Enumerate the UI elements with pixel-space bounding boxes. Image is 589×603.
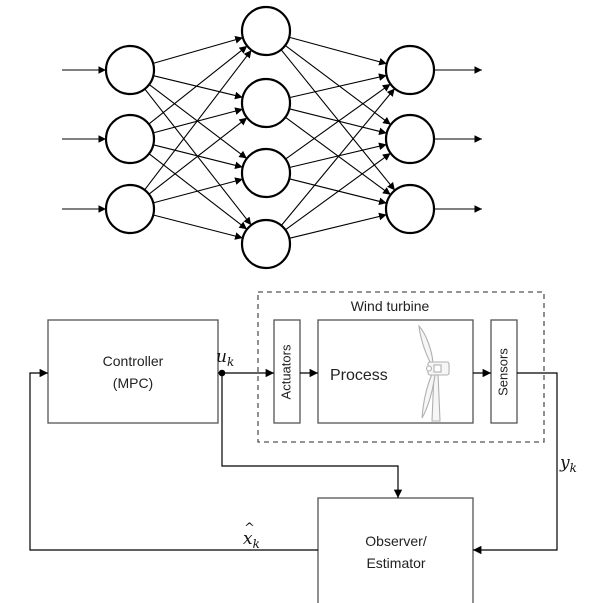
nn-edge-input-2-hidden-3 xyxy=(153,214,243,240)
process-label: Process xyxy=(330,367,388,384)
wind-turbine-title: Wind turbine xyxy=(351,298,430,314)
controller-sublabel: (MPC) xyxy=(113,375,153,391)
arrow-xhat-to-controller xyxy=(29,368,318,551)
process-box xyxy=(317,319,474,424)
nn-edge-input-1-hidden-0 xyxy=(148,45,248,125)
nn-node-input-1 xyxy=(104,113,156,165)
nn-node-output-1 xyxy=(384,113,436,165)
nn-edge-hidden-2-output-1 xyxy=(289,142,387,169)
junction-dot xyxy=(218,369,226,377)
nn-node-output-2 xyxy=(384,183,436,235)
sensors-box xyxy=(490,319,518,424)
observer-label: Observer/ xyxy=(365,533,427,549)
controller-label: Controller xyxy=(103,353,164,369)
nn-edge-hidden-2-output-0 xyxy=(285,83,391,160)
observer-box xyxy=(317,497,474,603)
estimator-label: Estimator xyxy=(366,555,425,571)
nn-edge-hidden-0-output-2 xyxy=(280,49,396,191)
signal-lines xyxy=(29,368,558,555)
nn-node-hidden-0 xyxy=(240,5,292,57)
wind-turbine-group xyxy=(257,291,545,443)
nn-edge-input-0-hidden-3 xyxy=(144,88,252,226)
nn-edge-hidden-3-output-0 xyxy=(280,88,396,226)
nn-edge-hidden-0-output-1 xyxy=(284,44,392,126)
neural-network xyxy=(62,5,482,270)
controller-box xyxy=(47,319,219,424)
nn-edge-input-2-hidden-1 xyxy=(148,117,248,195)
nn-edge-input-2-hidden-2 xyxy=(153,177,243,204)
nn-input-arrows xyxy=(62,66,106,213)
actuators-box xyxy=(273,319,301,424)
nn-edge-hidden-1-output-0 xyxy=(289,73,387,99)
nn-nodes xyxy=(104,5,436,270)
signal-xhat-label: xk ^ xyxy=(243,521,260,551)
svg-text:xk: xk xyxy=(243,529,260,551)
nn-edge-hidden-0-output-0 xyxy=(289,36,387,66)
nn-edge-input-2-hidden-0 xyxy=(144,49,252,191)
nn-node-hidden-1 xyxy=(240,77,292,129)
nn-edge-input-0-hidden-1 xyxy=(153,75,243,100)
nn-node-input-2 xyxy=(104,183,156,235)
nn-edge-hidden-3-output-1 xyxy=(285,152,391,231)
arrow-uk-to-observer xyxy=(221,373,403,498)
nn-output-arrows xyxy=(434,66,482,213)
arrow-yk-to-observer xyxy=(473,372,558,555)
actuators-label: Actuators xyxy=(278,344,293,399)
control-block-diagram: Wind turbine Controller (MPC) Actuators … xyxy=(29,291,577,603)
nn-edge-input-0-hidden-0 xyxy=(152,36,244,64)
nn-node-input-0 xyxy=(104,44,156,96)
nn-edge-input-1-hidden-1 xyxy=(153,107,243,134)
nn-connections xyxy=(144,36,396,240)
signal-xhat-hat: ^ xyxy=(244,521,255,536)
sensors-label: Sensors xyxy=(495,348,510,396)
nn-node-hidden-3 xyxy=(240,218,292,270)
nn-edge-hidden-3-output-2 xyxy=(289,212,387,239)
signal-uk-label: uk xyxy=(216,347,234,369)
nn-node-hidden-2 xyxy=(240,147,292,199)
signal-yk-label: yk xyxy=(559,453,577,475)
wind-turbine-icon xyxy=(418,324,450,422)
nn-node-output-0 xyxy=(384,44,436,96)
